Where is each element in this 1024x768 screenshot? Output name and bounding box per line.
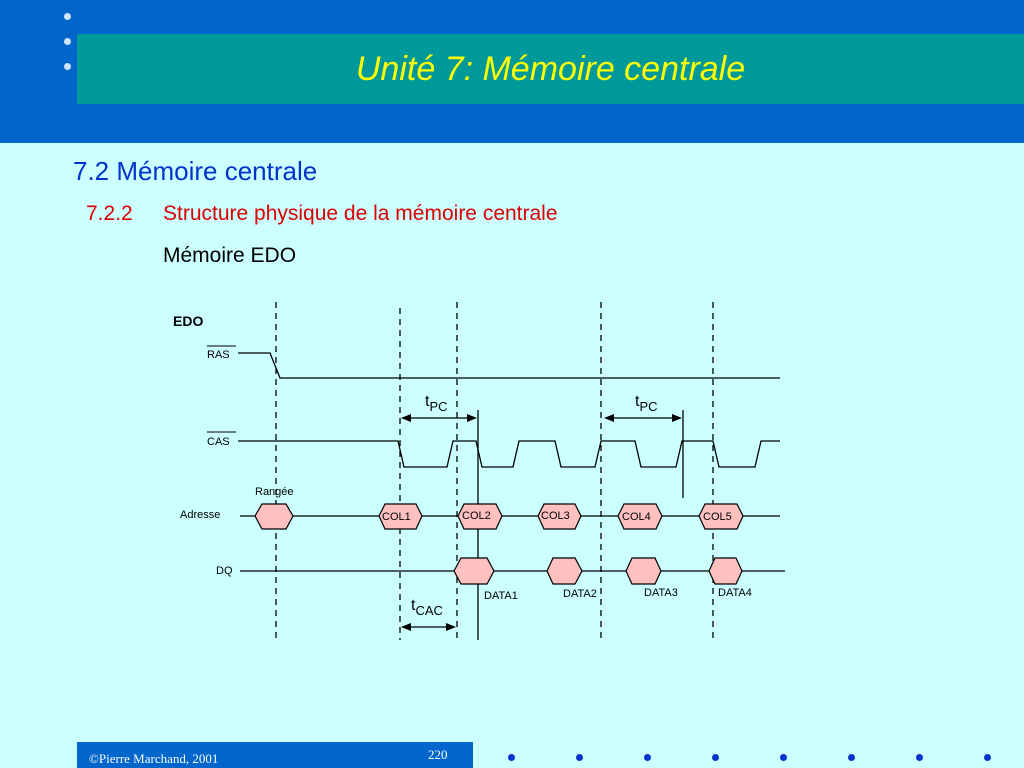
data-cell: [625, 557, 662, 585]
data-cell: [453, 557, 495, 585]
footer-dot: [712, 754, 719, 761]
subsection-title: Structure physique de la mémoire central…: [163, 202, 558, 225]
tpc-label: tPC: [635, 393, 658, 414]
row-label: Rangée: [255, 486, 294, 498]
data-cell: [708, 557, 743, 585]
copyright-text: ©Pierre Marchand, 2001: [89, 751, 219, 766]
data-label: DATA3: [644, 587, 678, 599]
column-address-cell: [378, 503, 423, 530]
subsection-heading: 7.2.2 Structure physique de la mémoire ce…: [86, 202, 558, 226]
column-address-cell: [698, 503, 744, 530]
col-label: COL5: [703, 511, 732, 523]
data-cell: [546, 557, 583, 585]
col-label: COL3: [541, 510, 570, 522]
footer-dot: [576, 754, 583, 761]
data-label: DATA4: [718, 587, 752, 599]
decor-bullet-dot: [64, 13, 71, 20]
col-label: COL2: [462, 510, 491, 522]
tpc-label: tPC: [425, 393, 448, 414]
arrowhead: [467, 414, 477, 422]
footer-dot: [984, 754, 991, 761]
cas-label: CAS: [207, 436, 230, 448]
ras-label: RAS: [207, 349, 230, 361]
footer-dot: [848, 754, 855, 761]
data-label: DATA2: [563, 588, 597, 600]
topic-label: Mémoire EDO: [163, 244, 297, 267]
arrowhead: [672, 414, 682, 422]
title-box: Unité 7: Mémoire centrale: [77, 34, 1024, 104]
column-address-cell: [617, 503, 663, 530]
dq-label: DQ: [216, 565, 233, 577]
subsection-number: 7.2.2: [86, 202, 133, 225]
diagram-label: EDO: [173, 313, 203, 329]
arrowhead: [401, 623, 411, 631]
row-address-cell: [254, 503, 294, 530]
footer-dot: [916, 754, 923, 761]
section-heading: 7.2 Mémoire centrale: [73, 156, 318, 186]
footer-band: ©Pierre Marchand, 2001 220: [77, 742, 473, 768]
arrowhead: [446, 623, 456, 631]
ras-waveform: [238, 352, 780, 379]
data-label: DATA1: [484, 590, 518, 602]
footer-dot: [780, 754, 787, 761]
decor-bullet-dot: [64, 63, 71, 70]
col-label: COL4: [622, 511, 651, 523]
tcac-label: tCAC: [411, 597, 443, 618]
arrowhead: [401, 414, 411, 422]
col-label: COL1: [382, 511, 411, 523]
footer-dot: [644, 754, 651, 761]
column-address-cell: [457, 503, 503, 530]
column-address-cell: [537, 503, 582, 530]
slide-title: Unité 7: Mémoire centrale: [355, 49, 746, 88]
cas-waveform: [238, 440, 780, 468]
page-number: 220: [428, 747, 448, 762]
arrowhead: [604, 414, 614, 422]
footer-dot: [508, 754, 515, 761]
address-label: Adresse: [180, 509, 220, 521]
decor-bullet-dot: [64, 38, 71, 45]
